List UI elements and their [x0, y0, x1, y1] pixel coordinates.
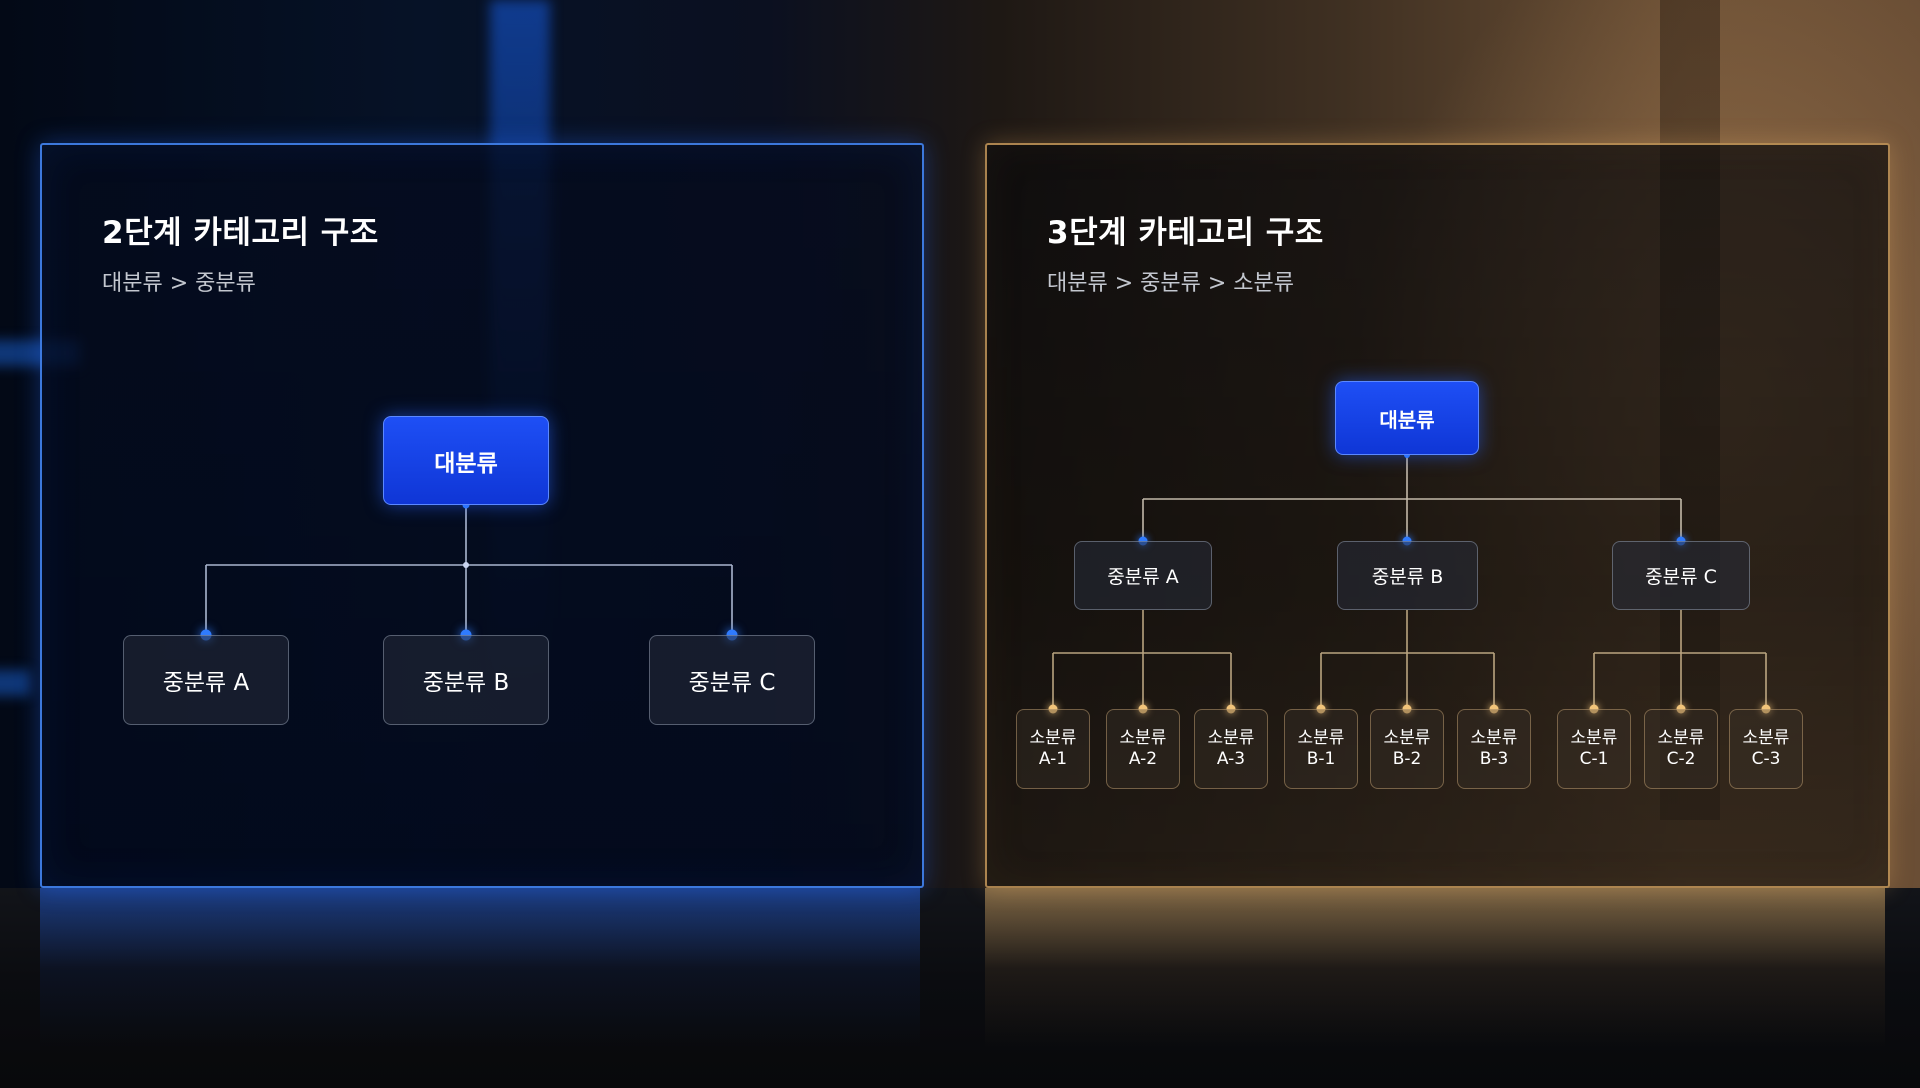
connector-dot	[1489, 704, 1499, 714]
category-mid-node[interactable]: 중분류 C	[1612, 541, 1750, 610]
node-label: 소분류	[1657, 727, 1705, 748]
node-label: 소분류	[1119, 727, 1167, 748]
connector-dot	[1048, 704, 1058, 714]
node-code: A-2	[1128, 749, 1158, 769]
category-leaf-node[interactable]: 소분류 C-1	[1557, 709, 1631, 789]
category-leaf-node[interactable]: 소분류 A-2	[1106, 709, 1180, 789]
floor-reflection-blue	[40, 888, 920, 1088]
connector-lines	[1048, 452, 1771, 714]
category-leaf-node[interactable]: 소분류 C-2	[1644, 709, 1718, 789]
node-label: 소분류	[1297, 727, 1345, 748]
floor-surface	[0, 888, 1920, 1088]
node-label: 소분류	[1029, 727, 1077, 748]
category-leaf-node[interactable]: 소분류 B-2	[1370, 709, 1444, 789]
background-blue-streak	[0, 670, 30, 696]
node-code: C-3	[1751, 749, 1781, 769]
connector-dot	[1676, 704, 1686, 714]
node-label: 소분류	[1207, 727, 1255, 748]
category-mid-node[interactable]: 중분류 B	[1337, 541, 1478, 610]
node-label: 소분류	[1383, 727, 1431, 748]
category-mid-node[interactable]: 중분류 A	[123, 635, 289, 725]
category-leaf-node[interactable]: 소분류 C-3	[1729, 709, 1803, 789]
connector-dot	[1316, 704, 1326, 714]
node-label: 중분류 C	[688, 670, 776, 696]
node-label: 대분류	[1379, 407, 1435, 432]
category-root-node[interactable]: 대분류	[383, 416, 549, 505]
node-code: A-1	[1038, 749, 1068, 769]
node-code: B-1	[1306, 749, 1336, 769]
panel-subtitle: 대분류 > 중분류 > 소분류	[1047, 271, 1295, 296]
node-code: B-2	[1392, 749, 1422, 769]
node-code: C-1	[1579, 749, 1609, 769]
node-code: A-3	[1216, 749, 1246, 769]
category-leaf-node[interactable]: 소분류 A-3	[1194, 709, 1268, 789]
node-code: B-3	[1479, 749, 1509, 769]
category-leaf-node[interactable]: 소분류 A-1	[1016, 709, 1090, 789]
category-mid-node[interactable]: 중분류 B	[383, 635, 549, 725]
panel-title: 3단계 카테고리 구조	[1047, 215, 1324, 251]
connector-dot	[1761, 704, 1771, 714]
node-label: 중분류 B	[422, 670, 510, 696]
node-label: 소분류	[1742, 727, 1790, 748]
node-label: 소분류	[1470, 727, 1518, 748]
connector-dot	[1226, 704, 1236, 714]
node-label: 중분류 C	[1645, 566, 1717, 588]
node-label: 대분류	[434, 450, 498, 477]
panel-subtitle: 대분류 > 중분류	[102, 271, 256, 296]
connector-dot	[1138, 704, 1148, 714]
panel-title: 2단계 카테고리 구조	[102, 215, 379, 251]
connector-lines	[200, 501, 738, 641]
node-code: C-2	[1666, 749, 1696, 769]
category-mid-node[interactable]: 중분류 C	[649, 635, 815, 725]
category-mid-node[interactable]: 중분류 A	[1074, 541, 1212, 610]
node-label: 중분류 A	[1107, 566, 1179, 588]
three-level-panel: 3단계 카테고리 구조 대분류 > 중분류 > 소분류	[985, 143, 1890, 888]
category-leaf-node[interactable]: 소분류 B-3	[1457, 709, 1531, 789]
connector-dot	[1402, 704, 1412, 714]
node-label: 소분류	[1570, 727, 1618, 748]
connector-dot	[463, 562, 469, 568]
node-label: 중분류 A	[162, 670, 250, 696]
category-leaf-node[interactable]: 소분류 B-1	[1284, 709, 1358, 789]
connector-dot	[1589, 704, 1599, 714]
category-root-node[interactable]: 대분류	[1335, 381, 1479, 455]
floor-reflection-gold	[985, 888, 1885, 1088]
two-level-panel: 2단계 카테고리 구조 대분류 > 중분류 대분류 중분류 A	[40, 143, 924, 888]
node-label: 중분류 B	[1371, 566, 1444, 588]
